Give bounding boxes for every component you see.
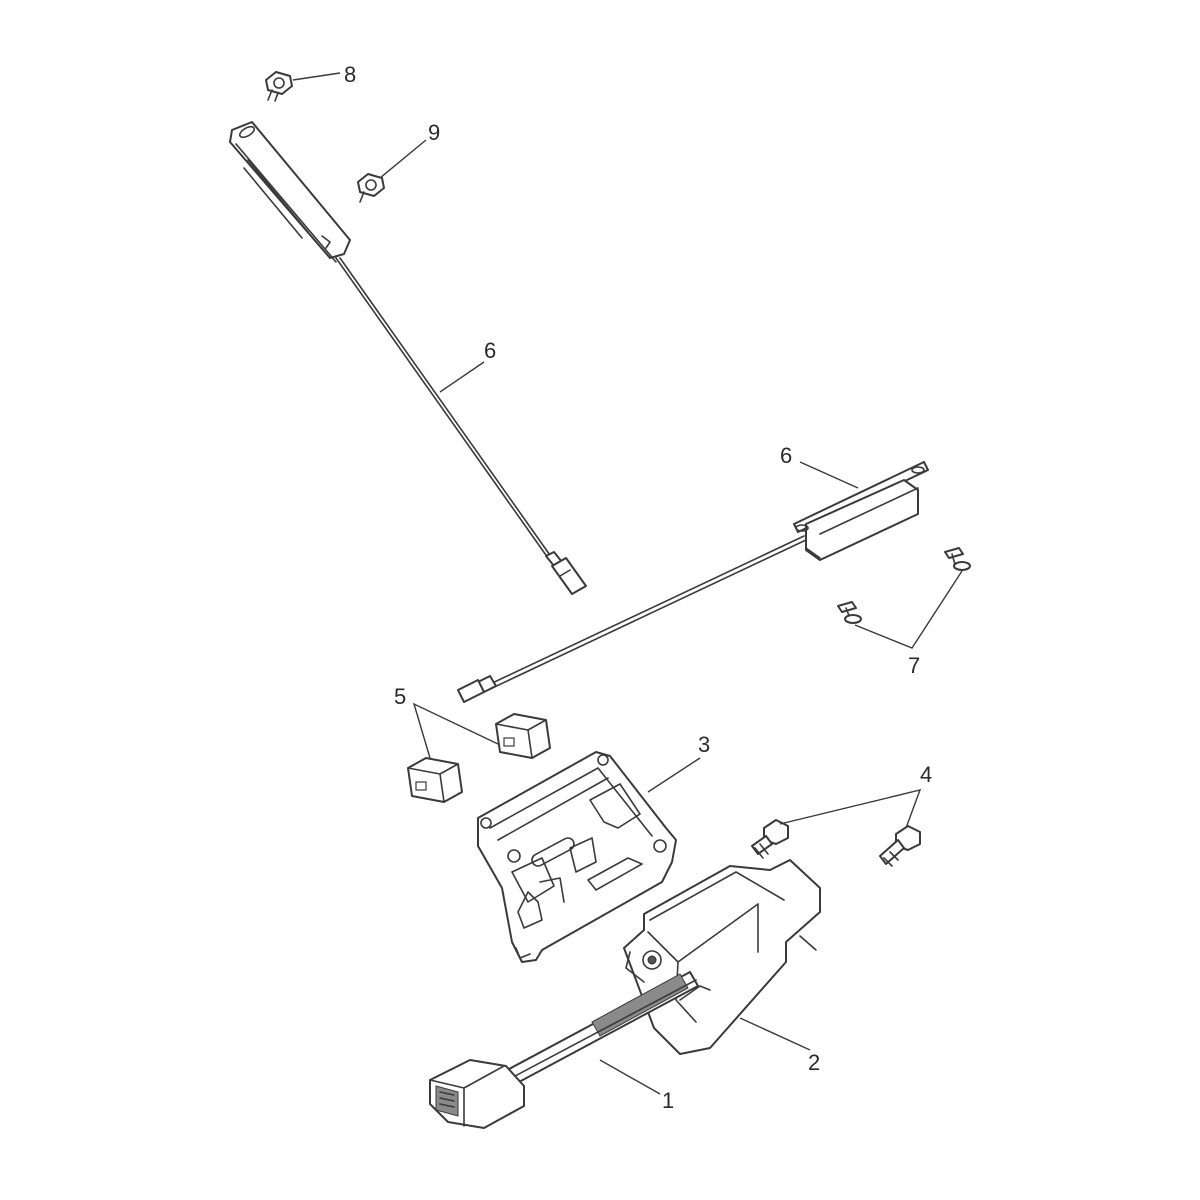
callout-5: 5 <box>394 684 406 709</box>
callout-2: 2 <box>808 1050 820 1075</box>
callout-4: 4 <box>920 762 932 787</box>
leader-6-lower <box>799 461 859 489</box>
part-2-coil-housing <box>623 859 821 1055</box>
part-8-fastener <box>265 71 293 102</box>
callout-1: 1 <box>662 1088 674 1113</box>
callout-3: 3 <box>698 732 710 757</box>
leader-9 <box>379 139 427 179</box>
callout-7: 7 <box>908 653 920 678</box>
leader-2 <box>739 1017 811 1051</box>
leader-1 <box>599 1059 661 1095</box>
part-7-screws <box>837 547 971 624</box>
leader-6-upper <box>439 361 485 393</box>
leader-5 <box>412 702 499 759</box>
part-6-lower-antenna <box>457 461 929 703</box>
callout-9: 9 <box>428 120 440 145</box>
leader-7 <box>854 570 963 649</box>
part-5-rubber-blocks <box>407 713 551 803</box>
part-3-mounting-plate <box>477 751 677 963</box>
part-4-bolts <box>751 819 921 867</box>
callout-6-upper: 6 <box>484 338 496 363</box>
part-9-fastener <box>357 173 385 203</box>
leader-8 <box>292 72 341 81</box>
part-6-upper-antenna <box>229 121 587 595</box>
callout-8: 8 <box>344 62 356 87</box>
part-1-wiring-connector <box>429 971 699 1129</box>
callout-6-lower: 6 <box>780 443 792 468</box>
leader-3 <box>647 757 701 793</box>
leader-4 <box>779 789 922 829</box>
